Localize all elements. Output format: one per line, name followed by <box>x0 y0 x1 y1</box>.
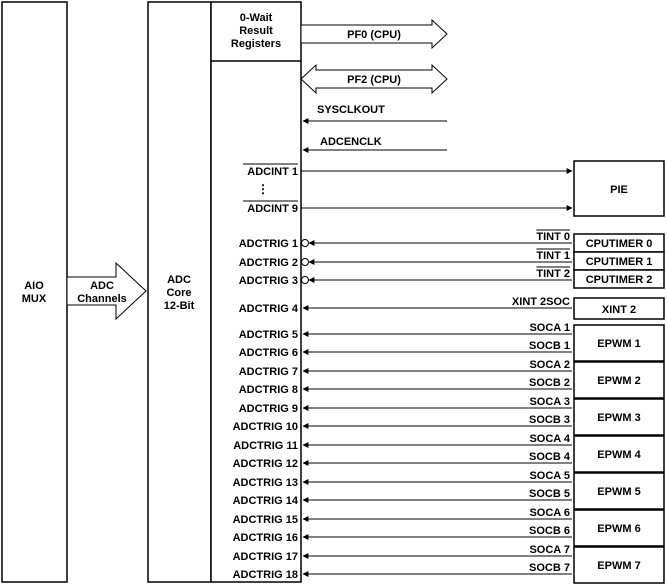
adctrig-12-signal-label: SOCB 4 <box>529 451 571 463</box>
epwm-3-label: EPWM 3 <box>597 412 640 424</box>
adctrig-2-signal-label: TINT 1 <box>536 250 570 262</box>
adctrig-18-label: ADCTRIG 18 <box>233 569 298 581</box>
adctrig-15-signal-label: SOCA 6 <box>529 507 570 519</box>
adctrig-4-signal-label: XINT 2SOC <box>512 296 570 308</box>
adctrig-5-label: ADCTRIG 5 <box>239 329 298 341</box>
aio-mux-block <box>1 1 68 583</box>
result-registers-label-line2: Result <box>239 25 273 37</box>
pf2-bus-label: PF2 (CPU) <box>347 74 401 86</box>
adctrig-13-label: ADCTRIG 13 <box>233 477 298 489</box>
adctrig-4-label: ADCTRIG 4 <box>239 303 299 315</box>
result-registers-label-line1: 0-Wait <box>240 12 273 24</box>
adctrig-2-label: ADCTRIG 2 <box>239 257 298 269</box>
adctrig-11-label: ADCTRIG 11 <box>233 440 298 452</box>
adctrig-3-label: ADCTRIG 3 <box>239 275 298 287</box>
adctrig-16-label: ADCTRIG 16 <box>233 532 298 544</box>
epwm-5-label: EPWM 5 <box>597 486 640 498</box>
adctrig-3-signal-label: TINT 2 <box>536 268 570 280</box>
adc-channels-label-line1: ADC <box>90 280 114 292</box>
adcenclk-label: ADCENCLK <box>320 136 382 148</box>
pf0-bus-arrow <box>300 18 448 50</box>
cputimer2-block <box>573 269 665 289</box>
adctrig-10-label: ADCTRIG 10 <box>233 421 298 433</box>
adctrig-8-label: ADCTRIG 8 <box>239 384 298 396</box>
adctrig-9-signal-label: SOCA 3 <box>529 396 570 408</box>
epwm-1-label: EPWM 1 <box>597 338 640 350</box>
epwm-2-block <box>573 361 665 399</box>
pf2-bus-arrow <box>300 63 448 95</box>
epwm-7-label: EPWM 7 <box>597 560 640 572</box>
adctrig-1-label: ADCTRIG 1 <box>239 238 298 250</box>
adc-interface-block <box>210 1 302 583</box>
adctrig-9-label: ADCTRIG 9 <box>239 403 298 415</box>
epwm-4-label: EPWM 4 <box>597 449 641 461</box>
aio-mux-label-line1: AIO <box>24 280 44 292</box>
adctrig-10-signal-label: SOCB 3 <box>529 414 570 426</box>
adctrig-1-signal-label: TINT 0 <box>536 231 570 243</box>
cputimer0-label: CPUTIMER 0 <box>586 238 653 250</box>
adctrig-7-signal-label: SOCA 2 <box>529 359 570 371</box>
xint2-label: XINT 2 <box>602 304 636 316</box>
adctrig-3-inversion-bubble <box>301 276 309 284</box>
adc-core-label-line1: ADC <box>167 274 191 286</box>
adc-channels-arrow <box>66 261 147 321</box>
adctrig-12-label: ADCTRIG 12 <box>233 458 298 470</box>
pie-label: PIE <box>610 184 628 196</box>
adcint-ellipsis: ⋮ <box>257 182 269 196</box>
adctrig-1-inversion-bubble <box>301 239 309 247</box>
adctrig-17-signal-label: SOCA 7 <box>529 544 570 556</box>
cputimer1-label: CPUTIMER 1 <box>586 256 653 268</box>
aio-mux-label-line2: MUX <box>22 293 47 305</box>
adc-channels-label-line2: Channels <box>77 293 127 305</box>
adc-core-label-line2: Core <box>166 287 191 299</box>
adctrig-13-signal-label: SOCA 5 <box>529 470 570 482</box>
adctrig-14-label: ADCTRIG 14 <box>233 495 299 507</box>
pie-block <box>573 160 665 217</box>
sysclkout-label: SYSCLKOUT <box>317 104 385 116</box>
adcint9-label: ADCINT 9 <box>247 203 298 215</box>
xint2-block <box>573 297 665 320</box>
adcint1-label: ADCINT 1 <box>247 166 298 178</box>
adctrig-6-signal-label: SOCB 1 <box>529 340 570 352</box>
adctrig-16-signal-label: SOCB 6 <box>529 525 570 537</box>
result-registers-label-line3: Registers <box>231 38 281 50</box>
epwm-6-block <box>573 509 665 547</box>
epwm-2-label: EPWM 2 <box>597 375 640 387</box>
adctrig-15-label: ADCTRIG 15 <box>233 514 298 526</box>
epwm-1-block <box>573 324 665 362</box>
epwm-6-label: EPWM 6 <box>597 523 640 535</box>
adctrig-5-signal-label: SOCA 1 <box>529 322 570 334</box>
adctrig-14-signal-label: SOCB 5 <box>529 488 570 500</box>
epwm-4-block <box>573 435 665 473</box>
epwm-3-block <box>573 398 665 436</box>
pf0-bus-label: PF0 (CPU) <box>347 29 401 41</box>
adctrig-18-signal-label: SOCB 7 <box>529 562 570 574</box>
adctrig-8-signal-label: SOCB 2 <box>529 377 570 389</box>
adctrig-11-signal-label: SOCA 4 <box>529 433 570 445</box>
epwm-7-block <box>573 546 665 584</box>
adctrig-7-label: ADCTRIG 7 <box>239 366 298 378</box>
adctrig-2-inversion-bubble <box>301 258 309 266</box>
adc-core-block <box>147 1 212 583</box>
adc-core-label-line3: 12-Bit <box>164 300 195 312</box>
adctrig-17-label: ADCTRIG 17 <box>233 551 298 563</box>
epwm-5-block <box>573 472 665 510</box>
cputimer2-label: CPUTIMER 2 <box>586 274 653 286</box>
adctrig-6-label: ADCTRIG 6 <box>239 347 298 359</box>
